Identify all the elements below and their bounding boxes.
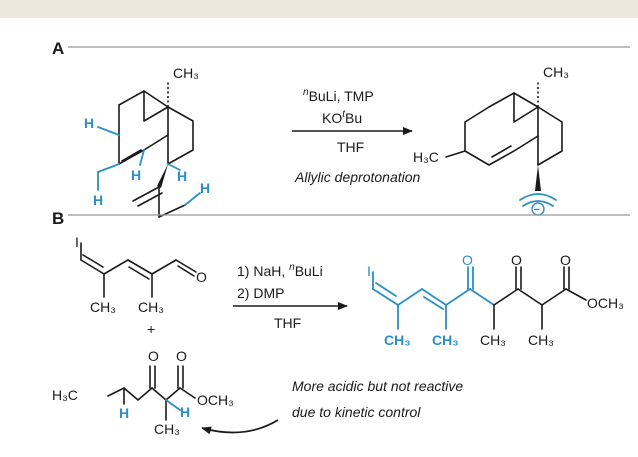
panel-b-label: B (52, 209, 64, 228)
reactant-ch3: CH₃ (173, 65, 199, 81)
product-b-ester-o: O (560, 252, 571, 268)
ketoester-ch3: CH₃ (154, 421, 180, 437)
reagent-b-solvent: THF (274, 315, 301, 331)
methine-h: H (177, 168, 187, 184)
panel-a-caption: Allylic deprotonation (294, 169, 421, 185)
reagent-a-line1: nBuLi, TMP (303, 87, 374, 104)
dienal-reactant (80, 242, 197, 298)
allylic-h-ring: H (84, 115, 94, 131)
product-b-och3: OCH₃ (587, 295, 624, 311)
aldehyde-ch3-a: CH₃ (90, 299, 116, 315)
plus-sign: + (147, 321, 155, 337)
acidic-alpha-h: H (180, 404, 190, 420)
product-b-ch3-4: CH₃ (528, 332, 554, 348)
product-a-h3c: H₃C (413, 149, 439, 165)
product-a-ch3: CH₃ (543, 64, 569, 80)
aldehyde-ch3-b: CH₃ (138, 299, 164, 315)
ketoester-och3: OCH₃ (197, 392, 234, 408)
acidity-note-line1: More acidic but not reactive (292, 378, 463, 394)
ring-fusion-h: H (131, 167, 141, 183)
product-b-ch3-3: CH₃ (480, 332, 506, 348)
product-b-ketone-o: O (511, 252, 522, 268)
aldehyde-iodine: I (75, 234, 79, 250)
acidity-note-line2: due to kinetic control (292, 404, 421, 420)
coupled-product (372, 266, 587, 330)
reagent-b-line1: 1) NaH, nBuLi (237, 262, 323, 279)
reagent-a-solvent: THF (337, 139, 364, 155)
product-b-ch3-1: CH₃ (384, 332, 411, 348)
panel-a-label: A (52, 39, 64, 58)
product-b-iodine: I (367, 263, 371, 279)
reagent-a-line2: KOtBu (322, 109, 362, 126)
top-band (0, 0, 638, 18)
reagent-b-line2: 2) DMP (237, 285, 284, 301)
alpha-h-ethyl: H (119, 405, 129, 421)
carbanion-charge: − (534, 204, 540, 216)
isopropenyl-h: H (200, 180, 210, 196)
ketoester-reactant (107, 365, 196, 421)
allylic-h-methyl: H (93, 192, 103, 208)
product-decalin-anion (445, 80, 563, 216)
curved-pointer-arrow (201, 419, 279, 435)
reactant-decalin (97, 80, 201, 218)
product-b-ketone-o-blue: O (462, 252, 473, 268)
ketoester-ketone-o: O (148, 348, 159, 364)
ketoester-ester-o: O (176, 348, 187, 364)
aldehyde-oxygen: O (196, 269, 207, 285)
product-b-ch3-2: CH₃ (432, 332, 459, 348)
ketoester-h3c: H₃C (52, 387, 78, 403)
